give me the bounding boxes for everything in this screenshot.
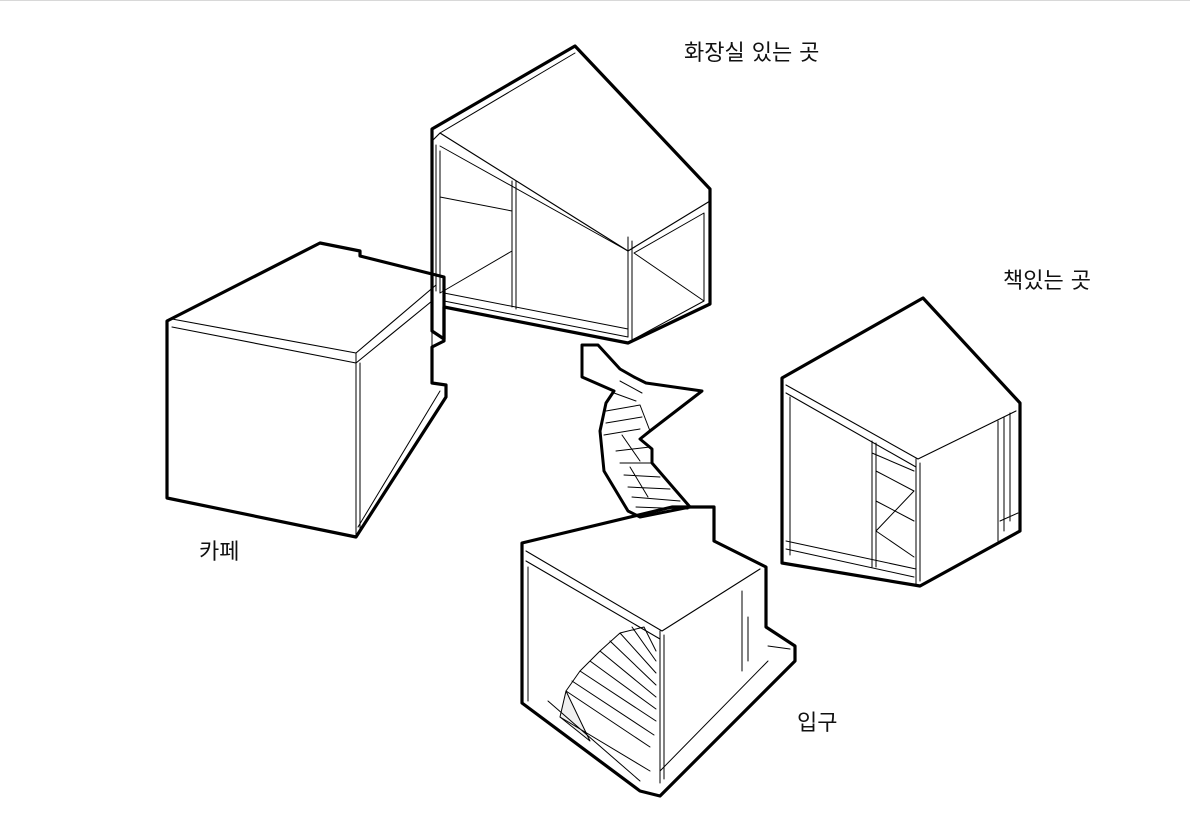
entrance-volume [520, 505, 797, 798]
entrance-stair-shadow [559, 690, 591, 742]
stair-steps [603, 380, 689, 510]
cafe-edges [355, 300, 441, 538]
toilet-inner-walls [435, 144, 705, 340]
cafe-volume [165, 241, 448, 539]
book-inner-lines [785, 396, 1019, 587]
entrance-top-face [525, 550, 761, 640]
stair-outline [580, 343, 704, 519]
toilet-roof-edge [431, 132, 711, 252]
entrance-stairs [547, 626, 657, 782]
book-area-volume [780, 296, 1022, 588]
toilet-roof-edge-inner [439, 52, 633, 340]
book-area-outline [780, 296, 1022, 588]
toilet-area-outline [430, 44, 712, 345]
entrance-label: 입구 [797, 711, 838, 736]
entrance-outline [520, 505, 797, 798]
connecting-stair [580, 343, 704, 519]
cafe-label: 카페 [199, 540, 240, 565]
book-area-label: 책있는 곳 [1003, 269, 1091, 294]
entrance-edges [527, 566, 791, 784]
cafe-outline [165, 241, 448, 539]
toilet-area-label: 화장실 있는 곳 [684, 41, 820, 66]
toilet-area-volume [430, 44, 712, 345]
book-roof-edges [785, 384, 1017, 468]
